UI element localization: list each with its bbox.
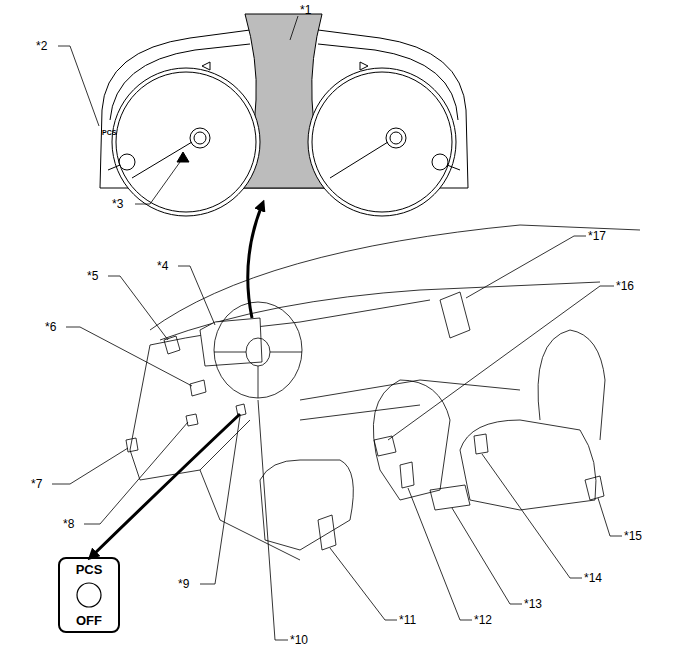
combination-meter	[100, 14, 468, 216]
callout-number: *3	[112, 198, 123, 210]
switch-text: PCS	[76, 563, 103, 576]
callout-number: *16	[616, 280, 634, 292]
callout-number: *1	[300, 4, 311, 16]
callout-number: *17	[588, 230, 606, 242]
callout-number: *15	[624, 530, 642, 542]
callout-number: *14	[584, 572, 602, 584]
callout-number: *9	[178, 578, 189, 590]
switch-text: OFF	[76, 614, 102, 627]
callout-number: *8	[63, 518, 74, 530]
callout-number: *13	[524, 598, 542, 610]
view-arrow	[248, 205, 262, 318]
switch-icon: PCS OFF	[58, 557, 120, 633]
callout-number: *2	[36, 40, 47, 52]
callout-number: *4	[157, 260, 168, 272]
switch-button	[77, 583, 101, 607]
location-arrow	[92, 414, 240, 556]
callout-number: *10	[290, 634, 308, 646]
callout-number: *11	[399, 614, 416, 626]
callout-number: *6	[45, 321, 56, 333]
vehicle-interior	[126, 225, 640, 560]
callout-number: *7	[31, 478, 42, 490]
indicator-text: PCS	[102, 129, 116, 136]
callout-number: *5	[87, 270, 98, 282]
callout-number: *12	[474, 614, 492, 626]
leader-lines	[52, 16, 622, 640]
